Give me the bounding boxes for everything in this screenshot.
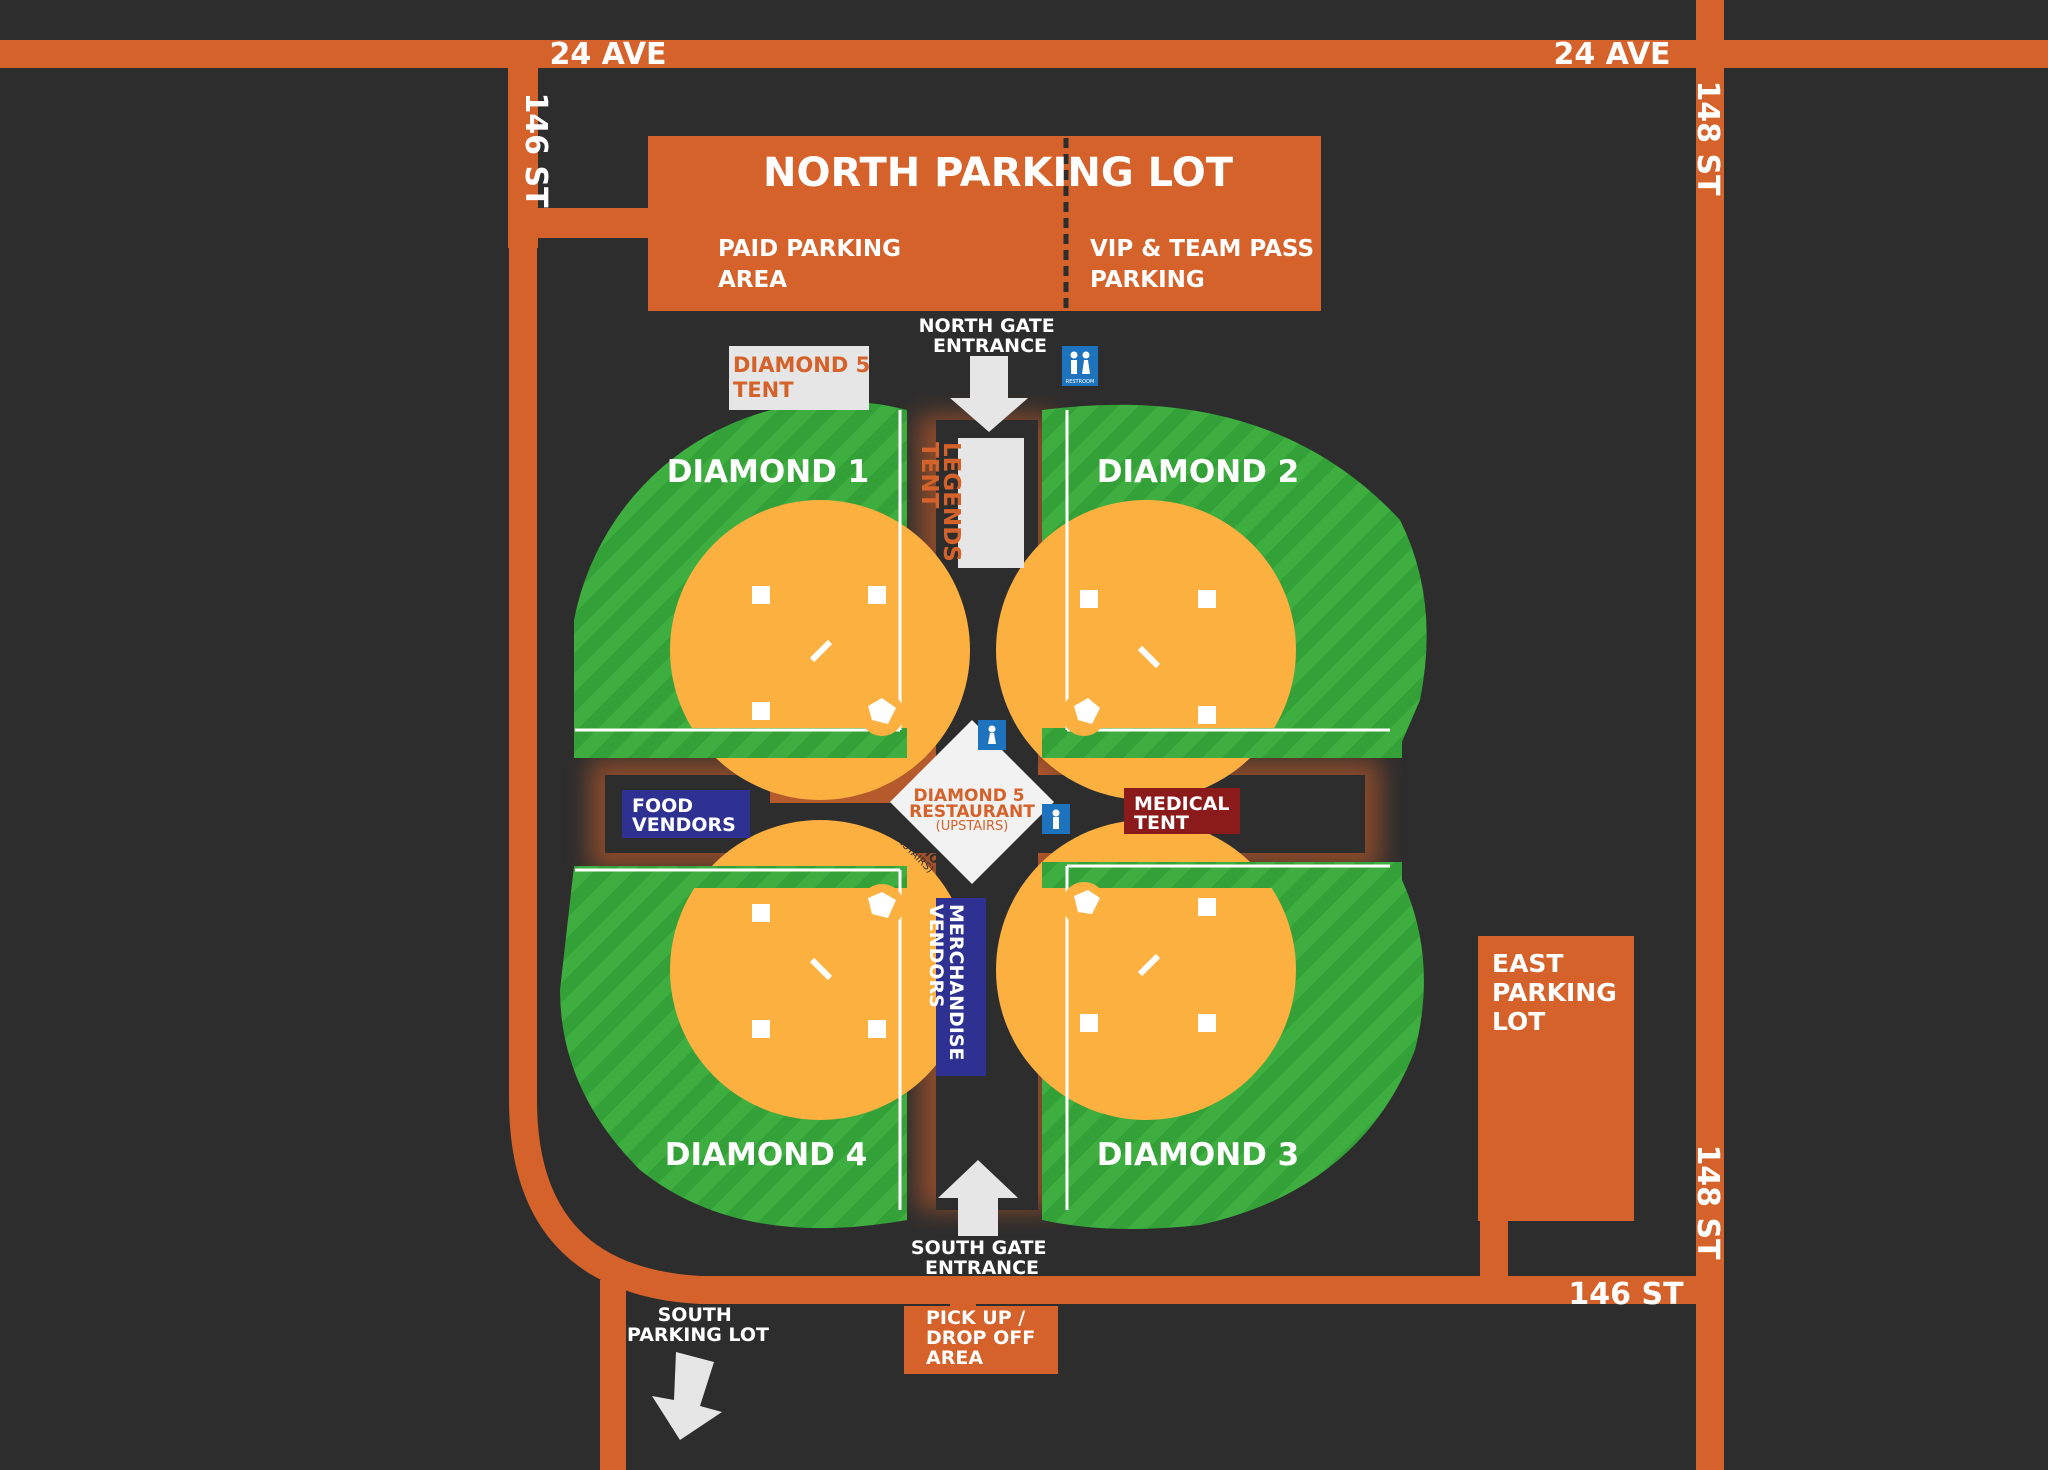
vip-parking-label: VIP & TEAM PASS PARKING xyxy=(1090,236,1322,293)
diamond-4 xyxy=(560,820,970,1229)
legends-tent-label: LEGENDS TENT xyxy=(916,442,964,570)
diamond-2-base xyxy=(1198,706,1216,724)
restroom-icon xyxy=(1042,804,1070,834)
diamond-2-label: DIAMOND 2 xyxy=(1097,454,1300,490)
diamond-1-label: DIAMOND 1 xyxy=(667,454,870,490)
pickup-line-1: PICK UP / xyxy=(926,1307,1025,1329)
diamond-2-home-plate xyxy=(1074,698,1100,724)
restaurant-label: DIAMOND 5 RESTAURANT xyxy=(909,786,1035,822)
merchandise-label: MERCHANDISE VENDORS xyxy=(925,904,967,1067)
pickup-label: PICK UP / DROP OFF AREA xyxy=(926,1307,1042,1369)
diamond-4-base xyxy=(868,1020,886,1038)
food-vendors-label: FOOD VENDORS xyxy=(632,795,736,836)
diamond-2 xyxy=(996,404,1427,800)
east-parking-lot-label: EAST PARKING LOT xyxy=(1492,949,1625,1036)
merchandise-line-1: MERCHANDISE xyxy=(945,904,967,1060)
street-148-st-bottom: 148 ST xyxy=(1690,1144,1725,1260)
diamond-4-home-plate xyxy=(868,892,896,918)
restaurant-building xyxy=(890,720,1054,884)
diamond-1-base xyxy=(868,586,886,604)
paid-parking-line-1: PAID PARKING xyxy=(718,236,901,262)
east-parking-lot xyxy=(1478,936,1634,1221)
road-146-st-curve xyxy=(509,230,1710,1304)
north-gate-line-2: ENTRANCE xyxy=(933,335,1047,357)
pickup-line-3: AREA xyxy=(926,1347,983,1369)
diamond-3-home-plate xyxy=(1074,890,1100,914)
food-vendors-line-2: VENDORS xyxy=(632,814,736,836)
paid-parking-label: PAID PARKING AREA xyxy=(718,236,909,293)
diamond5-tent xyxy=(729,346,869,410)
road-148-st xyxy=(1696,0,1724,1470)
south-lot-line-1: SOUTH xyxy=(658,1304,732,1326)
diamond-2-mound xyxy=(1137,645,1161,669)
south-parking-lot-label: SOUTH PARKING LOT xyxy=(627,1304,769,1346)
restroom-icon: RESTROOM xyxy=(1062,346,1098,386)
diamond-1-base xyxy=(752,586,770,604)
street-24-ave-left: 24 AVE xyxy=(549,37,666,72)
merchandise-vendors xyxy=(936,898,986,1076)
diamond-3-base xyxy=(1198,1014,1216,1032)
south-gate-line-1: SOUTH GATE xyxy=(911,1237,1047,1259)
south-gate-arrow xyxy=(938,1160,1018,1236)
diamond-3-base xyxy=(1198,898,1216,916)
road-24-ave xyxy=(0,40,2048,68)
east-lot-line-3: LOT xyxy=(1492,1007,1545,1036)
diamond-4-label: DIAMOND 4 xyxy=(665,1137,868,1173)
street-146-st-south: 146 ST xyxy=(1568,1277,1684,1312)
restroom-icon xyxy=(978,720,1006,750)
restroom-icon-label: RESTROOM xyxy=(1066,379,1095,385)
paid-parking-line-2: AREA xyxy=(718,267,787,293)
east-lot-line-2: PARKING xyxy=(1492,978,1617,1007)
south-gate-line-2: ENTRANCE xyxy=(925,1257,1039,1279)
road-146-st-south xyxy=(600,1280,626,1470)
street-24-ave-right: 24 AVE xyxy=(1553,37,1670,72)
diamond-4-base xyxy=(752,1020,770,1038)
legends-tent-line-1: LEGENDS xyxy=(938,442,964,562)
diamond-3-label: DIAMOND 3 xyxy=(1097,1137,1300,1173)
diamond5-tent-label: DIAMOND 5 TENT xyxy=(733,353,878,402)
north-parking-lot xyxy=(648,136,1321,311)
diamond-1 xyxy=(574,401,970,800)
diamond-4-mound xyxy=(809,957,833,981)
medical-tent-line-2: TENT xyxy=(1134,812,1189,834)
north-gate-line-1: NORTH GATE xyxy=(919,315,1055,337)
street-148-st-top: 148 ST xyxy=(1690,80,1725,196)
diamond-3-base xyxy=(1080,1014,1098,1032)
north-gate-arrow-icon xyxy=(950,356,1028,432)
diamond-2-base xyxy=(1198,590,1216,608)
north-parking-lot-title: NORTH PARKING LOT xyxy=(763,150,1234,196)
legends-tent xyxy=(958,438,1024,568)
legends-tent-line-2: TENT xyxy=(916,442,942,509)
diamond5-tent-line-2: TENT xyxy=(733,378,794,402)
medical-tent-label: MEDICAL TENT xyxy=(1134,793,1236,834)
diamond-1-base xyxy=(752,702,770,720)
restaurant-line-1: DIAMOND 5 xyxy=(914,786,1025,806)
diamond-3-mound xyxy=(1137,953,1161,977)
medical-tent xyxy=(1124,788,1240,834)
pickup-area xyxy=(904,1306,1058,1374)
east-lot-line-1: EAST xyxy=(1492,949,1563,978)
merchandise-line-2: VENDORS xyxy=(925,904,947,1008)
medical-tent-line-1: MEDICAL xyxy=(1134,793,1229,815)
diamond-2-base xyxy=(1080,590,1098,608)
street-146-st-west: 146 ST xyxy=(518,92,553,208)
diamond-1-home-plate xyxy=(868,698,896,724)
restaurant-upstairs: (UPSTAIRS) xyxy=(936,819,1009,834)
pickup-line-2: DROP OFF xyxy=(926,1327,1035,1349)
diamond-4-base xyxy=(752,904,770,922)
diamond-1-mound xyxy=(809,639,833,663)
vip-parking-line-1: VIP & TEAM PASS xyxy=(1090,236,1314,262)
restaurant-line-2: RESTAURANT xyxy=(909,802,1035,822)
diamond5-tent-line-1: DIAMOND 5 xyxy=(733,353,870,377)
south-lot-line-2: PARKING LOT xyxy=(627,1324,769,1346)
vip-parking-line-2: PARKING xyxy=(1090,267,1205,293)
south-parking-arrow-icon xyxy=(652,1352,722,1440)
food-vendors xyxy=(622,790,750,838)
diamond-3 xyxy=(996,820,1424,1229)
south-gate-label: SOUTH GATE ENTRANCE xyxy=(911,1237,1053,1279)
north-gate-label: NORTH GATE ENTRANCE xyxy=(919,315,1062,357)
food-vendors-line-1: FOOD xyxy=(632,795,693,817)
